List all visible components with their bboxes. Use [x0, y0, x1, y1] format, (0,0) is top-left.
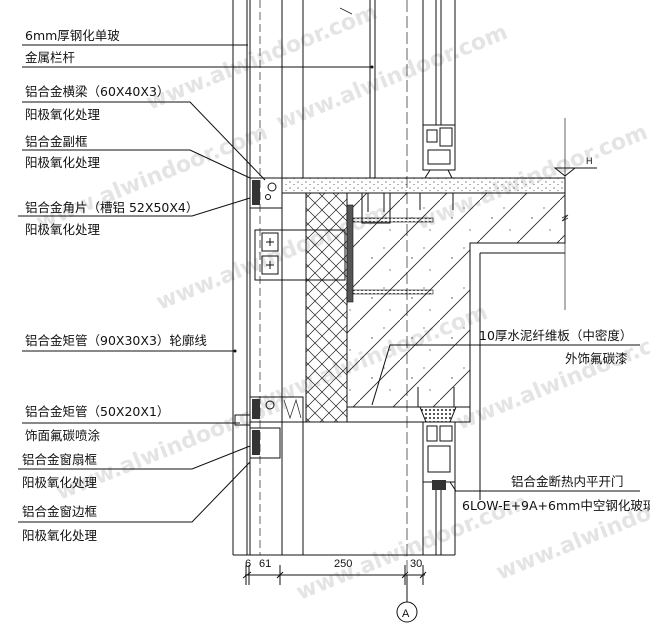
drawing-stroke [252, 180, 260, 205]
label-glass: 6mm厚钢化单玻 [25, 28, 120, 43]
drawing-text: 外饰氟碳漆 [565, 351, 628, 366]
upper-window-frame [422, 0, 456, 179]
drawing-stroke [346, 204, 354, 303]
dimension-line: 6 61 250 30 A [233, 554, 455, 623]
drawing-stroke [422, 124, 456, 171]
label-cement-board: 10厚水泥纤维板（中密度） [479, 328, 632, 343]
drawing-stroke [417, 387, 455, 407]
drawing-text: 250 [334, 558, 352, 570]
drawing-stroke [234, 414, 251, 426]
drawing-stroke [266, 238, 274, 269]
floor-screed [281, 177, 566, 194]
axis-marker [396, 601, 418, 623]
drawing-stroke [18, 197, 251, 217]
drawing-text: 6 [245, 558, 251, 570]
drawing-stroke [432, 480, 446, 490]
drawing-text: 阳极氧化处理 [25, 222, 101, 237]
left-callouts: 6mm厚钢化单玻 金属栏杆 铝合金横梁（60X40X3） 阳极氧化处理 铝合金副… [18, 28, 374, 543]
label-tube-90: 铝合金矩管（90X30X3）轮廓线 [25, 333, 207, 348]
drawing-stroke [249, 427, 281, 459]
drawing-text: H [586, 156, 593, 166]
drawing-text: 阳极氧化处理 [22, 475, 98, 490]
drawing-stroke [252, 399, 260, 419]
drawing-text: 30 [410, 558, 422, 570]
drawing-stroke [419, 406, 457, 423]
drawing-stroke [249, 177, 283, 209]
drawing-stroke [261, 232, 279, 252]
right-callouts: 10厚水泥纤维板（中密度） 外饰氟碳漆 铝合金断热内平开门 6LOW-E+9A+… [371, 328, 650, 513]
label-crossbeam: 铝合金横梁（60X40X3） [25, 84, 169, 99]
drawing-stroke [281, 396, 304, 423]
drawing-stroke [361, 192, 391, 224]
drawing-stroke [339, 7, 353, 15]
drawing-stroke [427, 445, 451, 473]
drawing-stroke [265, 400, 275, 410]
lower-window-frame [249, 406, 457, 555]
drawing-text: 阳极氧化处理 [25, 155, 101, 170]
drawing-stroke [265, 194, 271, 200]
anchor-bolts [352, 192, 455, 407]
drawing-stroke [370, 65, 374, 69]
drawing-stroke [479, 252, 565, 500]
drawing-text: 阳极氧化处理 [25, 107, 101, 122]
drawing-text: 饰面氟碳喷涂 [25, 428, 101, 443]
drawing-stroke [18, 445, 251, 470]
drawing-stroke [233, 349, 237, 353]
label-sash-frame: 铝合金窗扇框 [22, 452, 98, 467]
drawing-stroke [439, 127, 453, 147]
drawing-stroke [254, 229, 346, 281]
insulation [305, 192, 348, 423]
label-railing: 金属栏杆 [25, 50, 76, 65]
drawing-text: 阳极氧化处理 [22, 528, 98, 543]
drawing-stroke [261, 255, 279, 275]
drawing-stroke [427, 149, 451, 165]
drawing-text: A [402, 608, 410, 620]
drawing-stroke [371, 344, 640, 406]
label-subframe: 铝合金副框 [25, 134, 88, 149]
drawing-stroke [283, 398, 302, 420]
drawing-stroke [267, 182, 277, 192]
label-angle: 铝合金角片（槽铝 52X50X4） [25, 200, 198, 215]
drawing-text: 61 [259, 558, 271, 570]
drawing-stroke [426, 129, 438, 143]
drawing-stroke [352, 217, 434, 223]
drawing-stroke [426, 425, 438, 442]
drawing-stroke [22, 149, 251, 179]
aluminum-brackets [234, 177, 346, 426]
label-tube-50: 铝合金矩管（50X20X1） [25, 404, 169, 419]
drawing-stroke [22, 101, 266, 181]
label-glazing: 6LOW-E+9A+6mm中空钢化玻璃 [462, 498, 650, 513]
drawing-stroke [352, 289, 434, 295]
drawing-stroke [242, 571, 427, 579]
drawing-stroke [439, 425, 453, 442]
drawing-stroke [424, 169, 453, 179]
label-window-frame: 铝合金窗边框 [22, 504, 98, 519]
drawing-stroke [367, 193, 454, 212]
drawing-stroke [252, 430, 260, 455]
drawing-stroke [449, 481, 640, 492]
drawing-stroke [18, 461, 251, 523]
label-door: 铝合金断热内平开门 [511, 474, 624, 489]
concrete-beam [346, 192, 566, 408]
